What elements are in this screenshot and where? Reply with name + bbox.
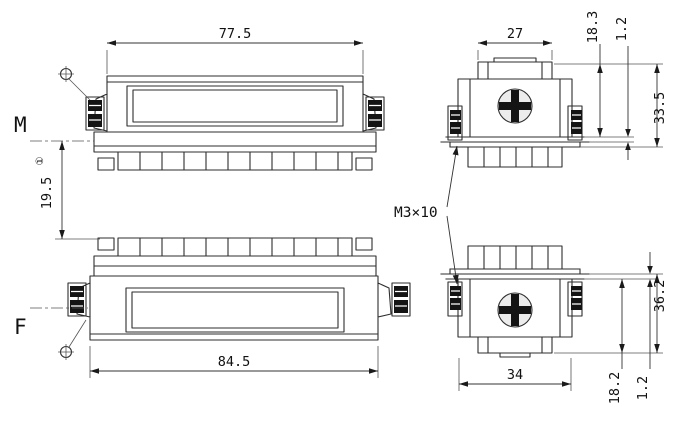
male-view-label: M: [14, 113, 27, 137]
female-view-label: F: [14, 315, 27, 339]
f-side-cross-screw: [499, 294, 531, 326]
f-front-screw-slots: [71, 290, 407, 307]
dim-18-2: 18.2: [607, 372, 623, 405]
position-symbol-bottom: [58, 319, 87, 360]
dim-1-2-top: 1.2: [614, 17, 630, 41]
m-side-screw-slots: [451, 114, 581, 129]
m-front-lock-screws: [88, 100, 382, 127]
m-side-cross-screw: [499, 90, 531, 122]
view-m-front: [85, 75, 385, 171]
circle-plus-cross: [58, 344, 74, 360]
dim-36-2: 36.2: [652, 280, 668, 313]
f-side-outline: [440, 245, 590, 358]
labels: M F 77.5 27 84.5 34 18.3 1.2 33.5 19.5 ①…: [14, 11, 668, 405]
f-front-hood-outline: [67, 237, 411, 341]
m-front-hood-outline: [85, 75, 385, 171]
dim-77-5: 77.5: [219, 26, 252, 42]
dimensions: [30, 40, 663, 391]
m-side-outline: [440, 57, 590, 168]
leader-line: [68, 319, 87, 348]
dim-1-2-bottom: 1.2: [635, 376, 651, 400]
leader-line: [68, 78, 91, 101]
dim-34: 34: [507, 367, 523, 383]
dim-33-5: 33.5: [652, 92, 668, 125]
circle-plus-cross: [58, 66, 74, 82]
view-m-side: [440, 57, 590, 168]
screw-spec-label: M3×10: [394, 205, 438, 221]
position-symbol-top: [58, 66, 91, 101]
extension-lines: [55, 50, 663, 391]
dim-84-5: 84.5: [218, 354, 251, 370]
dim-18-3: 18.3: [585, 11, 601, 44]
dimension-arrowheads: [59, 40, 660, 387]
pitch-note-circled-1: ①: [35, 156, 46, 165]
dim-27: 27: [507, 26, 523, 42]
view-f-side: [440, 245, 590, 358]
f-front-lock-screws: [70, 286, 408, 313]
f-side-screw-slots: [451, 290, 581, 305]
dim-19-5: 19.5: [39, 177, 55, 210]
dimension-lines: [61, 42, 658, 385]
m-front-screw-slots: [89, 104, 381, 121]
view-f-front: [67, 237, 411, 341]
